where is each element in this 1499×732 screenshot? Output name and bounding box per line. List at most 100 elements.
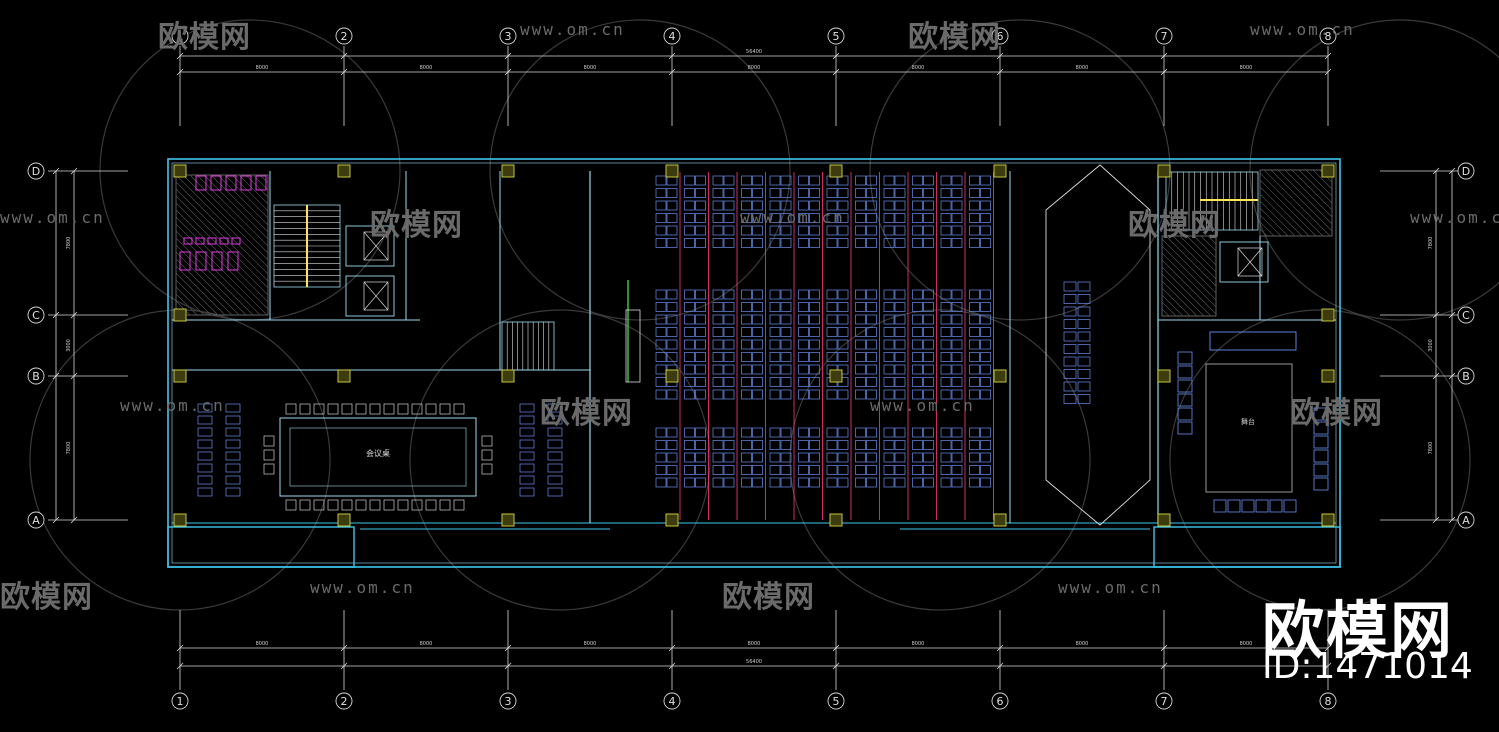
auditorium-seat [684,339,695,350]
dimension-tick [70,311,78,319]
auditorium-seat [826,339,838,350]
auditorium-seat [666,452,678,463]
grid-lines [48,46,1460,690]
auditorium-seat [855,477,866,488]
dimension-tick [996,68,1004,76]
auditorium-seat [809,289,820,300]
conference-chair [425,499,437,511]
stage-seat [1077,344,1091,354]
auditorium-seat [769,377,781,387]
structural-column [1157,164,1171,178]
grid-bubble [499,27,517,45]
auditorium-seat [666,238,678,248]
hatch-line [182,174,269,261]
auditorium-seat [923,389,934,400]
auditorium-seat [741,213,752,223]
auditorium-seat [923,477,934,488]
structural-column [173,308,187,322]
grid-bubble-label: 2 [341,695,348,708]
auditorium-seat [809,314,820,325]
lounge-chair [1177,379,1193,393]
watermark-url: www.om.cn [740,208,845,227]
auditorium-seat [780,465,792,475]
structural-column [993,513,1007,527]
auditorium-seat [809,352,820,362]
auditorium-seat [866,188,877,198]
auditorium-seat [855,200,866,211]
auditorium-seat [655,364,667,375]
auditorium-seat [780,314,792,325]
lounge-chair [1283,499,1297,513]
auditorium-seat [980,327,991,337]
grid-bubble-label: 3 [505,30,512,43]
auditorium-seat [809,452,820,463]
auditorium-seat [780,352,792,362]
stage-seat [1063,281,1077,292]
auditorium-seat [951,389,963,400]
hatch-line [1161,266,1212,317]
auditorium-seat [837,327,849,337]
auditorium-seat [923,427,934,438]
auditorium-seat [712,238,724,248]
side-chair [225,451,241,461]
auditorium-seat [695,302,706,312]
auditorium-seat [866,327,877,337]
auditorium-seat [666,389,678,400]
dimension-tick [340,68,348,76]
grid-bubble [1155,27,1173,45]
auditorium-seat [883,377,895,387]
dimension-tick [832,644,840,652]
auditorium-seat [826,452,838,463]
auditorium-seat [883,339,895,350]
auditorium-seat [883,314,895,325]
auditorium-seat [826,440,838,450]
auditorium-seat [894,427,906,438]
auditorium-seat [769,465,781,475]
auditorium-seat [769,477,781,488]
auditorium-seat [912,238,923,248]
auditorium-seat [980,377,991,387]
auditorium-seat [723,389,735,400]
hatch-line [175,202,269,296]
dimension-tick [1448,167,1456,175]
dimension-tick [176,662,184,670]
hatch-line [175,258,233,316]
watermark-logo: 欧模网 [908,20,1001,55]
auditorium-seat [723,314,735,325]
auditorium-seat [923,188,934,198]
watermark-url: www.om.cn [310,578,415,597]
lounge-chair [1313,449,1329,463]
hatch-line [1277,169,1333,225]
auditorium-seat [684,213,695,223]
auditorium-seat [741,352,752,362]
auditorium-seat [809,200,820,211]
auditorium-seat [723,377,735,387]
structural-column [665,164,679,178]
dimension-text: 8000 [256,65,269,71]
grid-bubble [1457,306,1475,324]
structural-column [1321,369,1335,383]
auditorium-seat [798,427,809,438]
auditorium-seat [712,477,724,488]
auditorium-seat [741,175,752,186]
hatch-line [1259,200,1296,237]
grid-bubble-label: 1 [177,30,184,43]
auditorium-seat [969,377,980,387]
auditorium-seat [712,389,724,400]
auditorium-seat [769,364,781,375]
dimension-tick [70,372,78,380]
auditorium-seat [837,200,849,211]
grid-bubble-label: B [1462,370,1470,383]
auditorium-seat [655,188,667,198]
auditorium-seat [883,225,895,236]
hatch-line [175,279,212,316]
auditorium-seat [894,352,906,362]
grid-bubble [27,162,45,180]
lounge-chair [1313,407,1329,421]
auditorium-seat [666,302,678,312]
dimension-tick [1160,644,1168,652]
auditorium-seat [752,213,763,223]
dimension-tick [668,52,676,60]
auditorium-seat [666,225,678,236]
auditorium-seat [855,289,866,300]
